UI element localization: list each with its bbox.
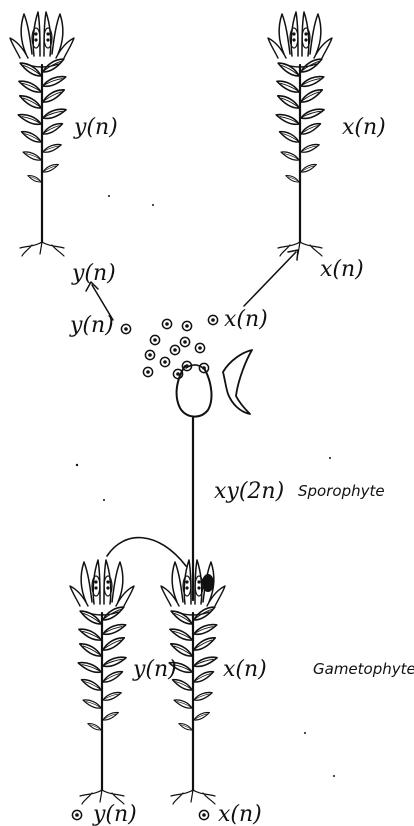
label-bottom-right-plant: x(n)	[223, 657, 267, 682]
label-top-left-base: y(n)	[71, 261, 116, 286]
fertilization-arc	[107, 538, 186, 566]
spore-left-marker	[121, 324, 130, 333]
label-gametophyte-word: Gametophyte	[313, 660, 414, 678]
bottom-spore-left-marker	[72, 810, 81, 819]
label-bottom-left-plant: y(n)	[132, 657, 177, 682]
label-bottom-spore-right: x(n)	[218, 802, 262, 826]
label-spore-right: x(n)	[224, 307, 268, 332]
scattered-spores	[143, 319, 208, 378]
label-sporophyte-genotype: xy(2n)	[214, 479, 284, 504]
moss-plant-bottom-left	[70, 560, 134, 804]
moss-plant-top-right	[268, 12, 332, 256]
moss-plant-top-left	[10, 12, 74, 256]
sporophyte-foot	[202, 574, 214, 592]
label-spore-left: y(n)	[69, 313, 114, 338]
arrow-to-top-right	[244, 250, 298, 306]
label-sporophyte-word: Sporophyte	[298, 482, 385, 500]
label-top-right-base: x(n)	[320, 257, 364, 282]
label-top-right-plant: x(n)	[342, 115, 386, 140]
label-top-left-plant: y(n)	[73, 115, 118, 140]
spore-right-marker	[208, 315, 217, 324]
bottom-spore-right-marker	[199, 810, 208, 819]
label-bottom-spore-left: y(n)	[92, 802, 137, 826]
